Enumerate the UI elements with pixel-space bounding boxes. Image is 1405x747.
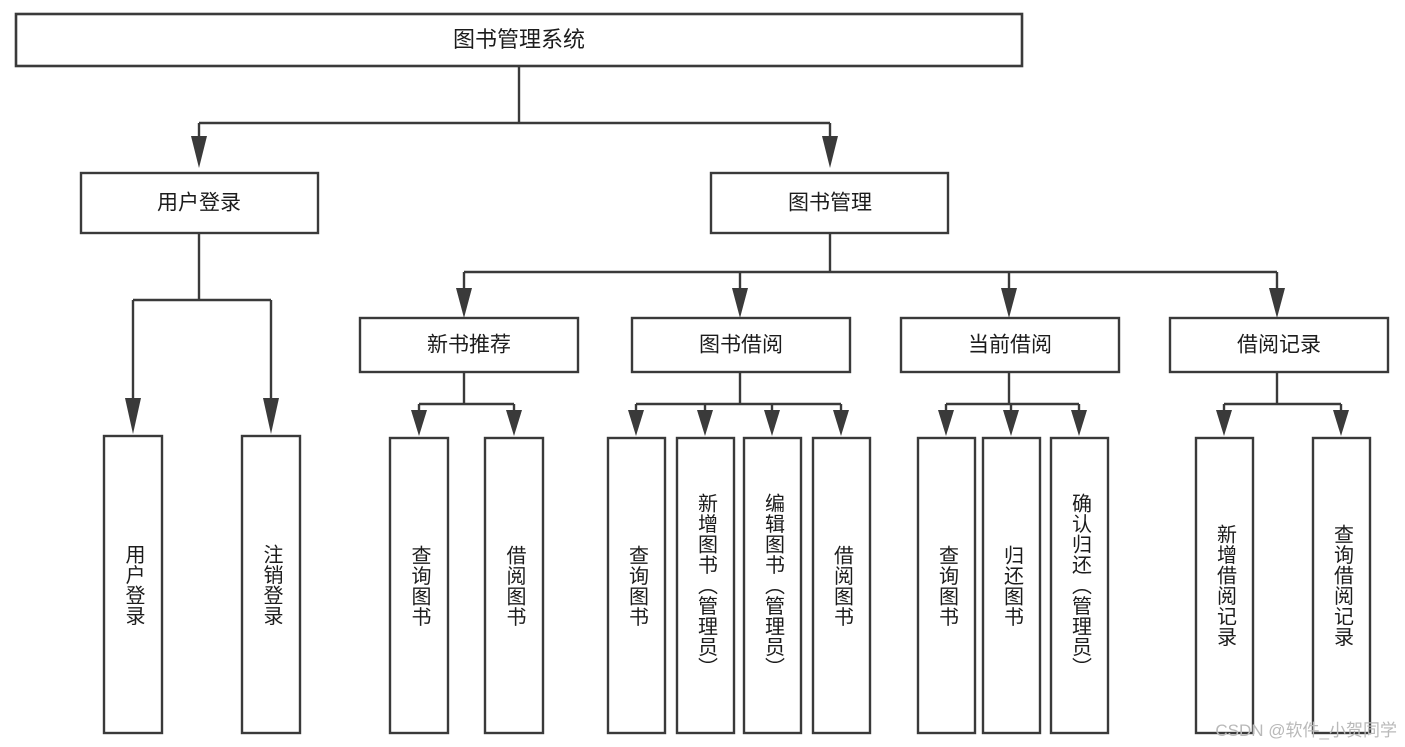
connectors-user-login-to-leaves	[125, 233, 279, 434]
leaf-current-borrow-1-label: 查询图书	[935, 544, 958, 627]
leaf-user-login-1-label: 用户登录	[122, 543, 144, 626]
node-current-borrow[interactable]: 当前借阅	[899, 316, 1121, 374]
node-user-login-box	[79, 171, 320, 235]
node-borrow-record-label: 借阅记录	[1237, 334, 1321, 357]
node-book-borrow-box	[630, 316, 852, 374]
leaf-book-borrow-3[interactable]: 编辑图书（管理员）	[742, 436, 803, 735]
node-book-manage-label: 图书管理	[788, 192, 872, 215]
leaf-book-borrow-1-box	[606, 436, 667, 735]
node-book-borrow[interactable]: 图书借阅	[630, 316, 852, 374]
leaf-book-borrow-1[interactable]: 查询图书	[606, 436, 667, 735]
node-current-borrow-label: 当前借阅	[968, 334, 1052, 357]
leaf-book-borrow-4[interactable]: 借阅图书	[811, 436, 872, 735]
arrow-user-login-leaf-2	[263, 398, 279, 434]
leaf-book-borrow-1-label: 查询图书	[625, 544, 648, 627]
leaf-book-borrow-2[interactable]: 新增图书（管理员）	[675, 436, 736, 735]
node-user-login[interactable]: 用户登录	[79, 171, 320, 235]
arrow-bb-leaf-2	[697, 410, 713, 436]
connectors-new-book-to-leaves	[411, 372, 522, 436]
leaf-book-borrow-4-box	[811, 436, 872, 735]
leaf-user-login-2-label: 注销登录	[260, 543, 282, 626]
leaf-book-borrow-2-box	[675, 436, 736, 735]
arrow-bm-to-current-borrow	[1001, 288, 1017, 318]
leaf-current-borrow-3[interactable]: 确认归还（管理员）	[1049, 436, 1110, 735]
arrow-root-to-user-login	[191, 136, 207, 168]
arrow-bb-leaf-1	[628, 410, 644, 436]
node-user-login-label: 用户登录	[157, 192, 241, 215]
arrow-cb-leaf-3	[1071, 410, 1087, 436]
node-new-book-recommend-box	[358, 316, 580, 374]
leaf-current-borrow-1[interactable]: 查询图书	[916, 436, 977, 735]
leaf-book-borrow-4-label: 借阅图书	[830, 544, 853, 627]
leaf-new-book-2-box	[483, 436, 545, 735]
arrow-bm-to-book-borrow	[732, 288, 748, 318]
arrow-nb-leaf-2	[506, 410, 522, 436]
leaf-user-login-1[interactable]: 用户登录	[102, 434, 164, 735]
leaf-new-book-1-box	[388, 436, 450, 735]
leaf-book-borrow-3-label: 编辑图书（管理员）	[761, 493, 784, 678]
leaf-current-borrow-2-label: 归还图书	[1000, 544, 1023, 627]
leaf-borrow-record-2-box	[1311, 436, 1372, 735]
arrow-root-to-book-manage	[822, 136, 838, 168]
leaf-book-borrow-2-label: 新增图书（管理员）	[694, 493, 717, 678]
node-current-borrow-box	[899, 316, 1121, 374]
leaf-current-borrow-3-box	[1049, 436, 1110, 735]
node-book-manage-box	[709, 171, 950, 235]
arrow-bb-leaf-4	[833, 410, 849, 436]
node-borrow-record[interactable]: 借阅记录	[1168, 316, 1390, 374]
leaf-new-book-2-label: 借阅图书	[503, 544, 525, 627]
leaf-user-login-1-box	[102, 434, 164, 735]
node-root-system-box	[14, 12, 1024, 68]
arrow-user-login-leaf-1	[125, 398, 141, 434]
leaf-new-book-1[interactable]: 查询图书	[388, 436, 450, 735]
leaf-user-login-2-box	[240, 434, 302, 735]
node-root-system-label: 图书管理系统	[453, 27, 585, 52]
leaf-book-borrow-3-box	[742, 436, 803, 735]
leaf-borrow-record-1[interactable]: 新增借阅记录	[1194, 436, 1255, 735]
node-book-manage[interactable]: 图书管理	[709, 171, 950, 235]
node-new-book-recommend-label: 新书推荐	[427, 334, 511, 357]
node-book-borrow-label: 图书借阅	[699, 334, 783, 357]
arrow-bm-to-new-book	[456, 288, 472, 318]
node-new-book-recommend[interactable]: 新书推荐	[358, 316, 580, 374]
leaf-borrow-record-2-label: 查询借阅记录	[1330, 524, 1353, 647]
arrow-nb-leaf-1	[411, 410, 427, 436]
leaf-new-book-2[interactable]: 借阅图书	[483, 436, 545, 735]
arrow-bm-to-borrow-record	[1269, 288, 1285, 318]
arrow-cb-leaf-2	[1003, 410, 1019, 436]
leaf-user-login-2[interactable]: 注销登录	[240, 434, 302, 735]
leaf-borrow-record-2[interactable]: 查询借阅记录	[1311, 436, 1372, 735]
leaf-borrow-record-1-label: 新增借阅记录	[1213, 524, 1236, 647]
node-borrow-record-box	[1168, 316, 1390, 374]
leaf-current-borrow-1-box	[916, 436, 977, 735]
leaf-current-borrow-3-label: 确认归还（管理员）	[1068, 493, 1091, 678]
connectors-current-borrow-to-leaves	[938, 372, 1087, 436]
connectors-root-to-level2	[191, 66, 838, 168]
node-root-system[interactable]: 图书管理系统	[14, 12, 1024, 68]
arrow-cb-leaf-1	[938, 410, 954, 436]
arrow-br-leaf-2	[1333, 410, 1349, 436]
connectors-book-borrow-to-leaves	[628, 372, 849, 436]
arrow-bb-leaf-3	[764, 410, 780, 436]
leaf-current-borrow-2-box	[981, 436, 1042, 735]
connectors-book-manage-to-level3	[456, 233, 1285, 318]
leaf-current-borrow-2[interactable]: 归还图书	[981, 436, 1042, 735]
connectors-borrow-record-to-leaves	[1216, 372, 1349, 436]
leaf-new-book-1-label: 查询图书	[408, 544, 430, 627]
arrow-br-leaf-1	[1216, 410, 1232, 436]
leaf-borrow-record-1-box	[1194, 436, 1255, 735]
